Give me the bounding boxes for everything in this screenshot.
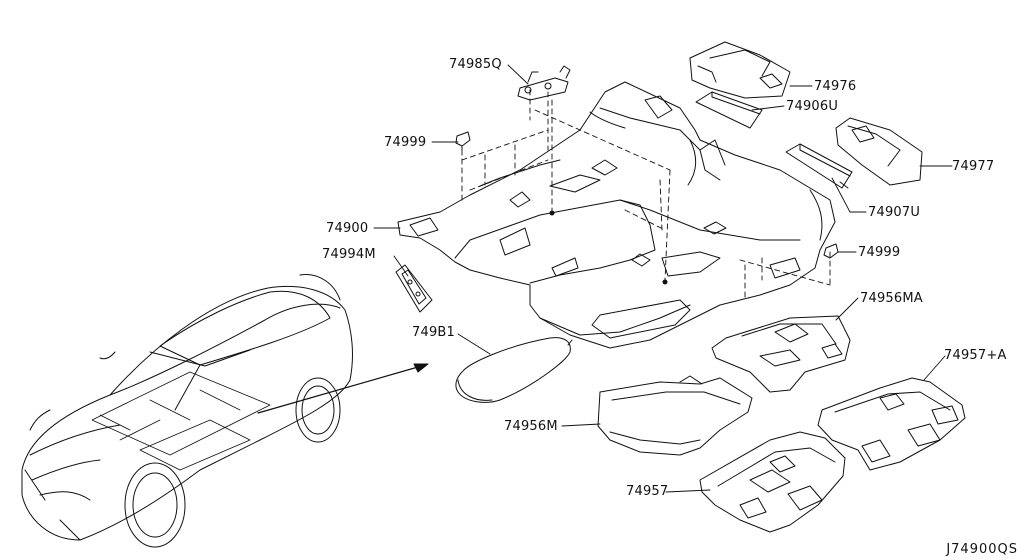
trim-74976 (689, 41, 791, 99)
tray-74957a (817, 377, 966, 471)
callout-74956ma: 74956MA (860, 291, 923, 306)
bracket-74985q (517, 65, 571, 101)
callout-74907u: 74907U (868, 205, 921, 220)
reference-code: J74900QS (946, 542, 1018, 557)
callout-749b1: 749B1 (412, 325, 456, 340)
clip-74999-left (455, 131, 471, 151)
plate-74994m (395, 264, 433, 313)
tray-74957 (699, 431, 846, 533)
trim-74956m (597, 375, 753, 456)
callout-74957: 74957 (626, 484, 669, 499)
callout-74957a: 74957+A (944, 348, 1007, 363)
clip-74999-right (823, 243, 839, 259)
floor-carpet-74900 (397, 81, 836, 349)
callout-74985q: 74985Q (449, 57, 502, 72)
pad-74906u (695, 91, 763, 129)
trim-74977 (835, 117, 923, 186)
callout-74994m: 74994M (322, 247, 376, 262)
callout-74999-right: 74999 (858, 245, 901, 260)
pad-74907u (785, 143, 853, 189)
callout-74999-left: 74999 (384, 135, 427, 150)
assembly-dashed-lines (461, 89, 831, 301)
vehicle-outline (21, 274, 353, 548)
callout-leader-lines (373, 64, 953, 493)
trim-74956ma (711, 315, 851, 393)
callout-74900: 74900 (326, 221, 369, 236)
mat-749b1 (455, 337, 573, 403)
callout-74956m: 74956M (504, 419, 558, 434)
callout-74976: 74976 (814, 79, 857, 94)
callout-74906u: 74906U (786, 99, 839, 114)
callout-74977: 74977 (952, 159, 995, 174)
indicator-arrow (257, 363, 429, 414)
